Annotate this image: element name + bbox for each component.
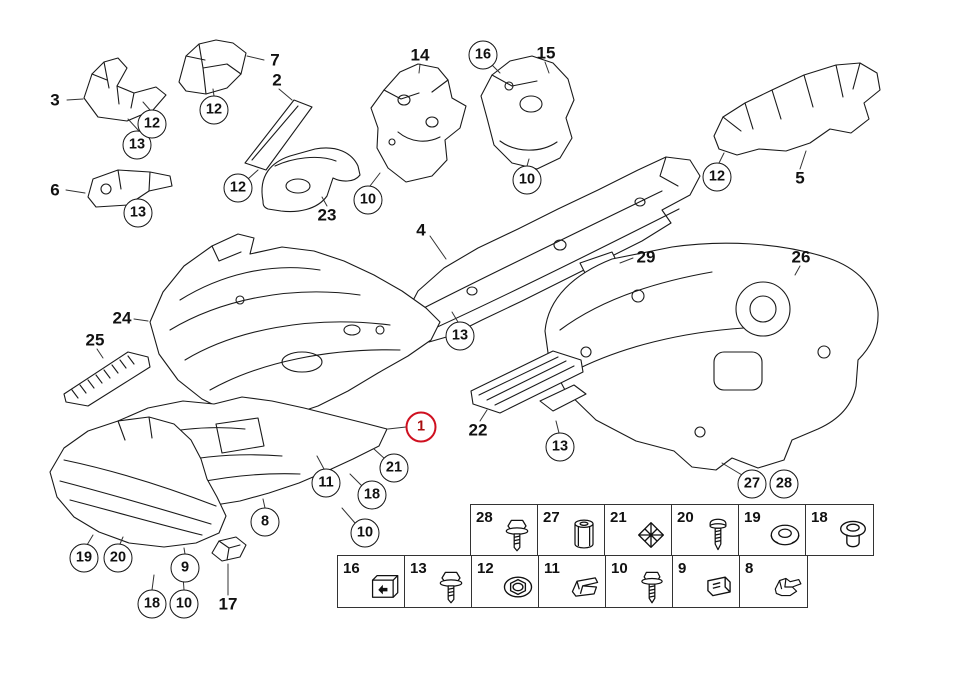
legend-row-bottom: 16 13 12 11 10 9 8 <box>337 555 808 608</box>
part-callout-12[interactable]: 12 <box>223 173 253 203</box>
part-number-label-25[interactable]: 25 <box>85 330 105 350</box>
legend-number: 27 <box>543 509 560 526</box>
legend-number: 21 <box>610 509 627 526</box>
legend-number: 18 <box>811 509 828 526</box>
selected-part-callout-1[interactable]: 1 <box>405 411 437 443</box>
legend-item-21[interactable]: 21 <box>605 505 672 555</box>
legend-item-13[interactable]: 13 <box>405 556 472 607</box>
part-callout-10[interactable]: 10 <box>169 589 199 619</box>
part-number-label-24[interactable]: 24 <box>112 308 132 328</box>
legend-number: 20 <box>677 509 694 526</box>
part-number-label-6[interactable]: 6 <box>50 180 60 200</box>
part-14-drawing <box>370 63 467 183</box>
part-24-drawing <box>149 233 441 420</box>
legend-item-10[interactable]: 10 <box>606 556 673 607</box>
legend-item-18[interactable]: 18 <box>806 505 873 555</box>
part-number-label-2[interactable]: 2 <box>272 70 282 90</box>
part-23-drawing <box>261 147 361 213</box>
legend-number: 19 <box>744 509 761 526</box>
part-callout-18[interactable]: 18 <box>357 480 387 510</box>
legend-item-28[interactable]: 28 <box>471 505 538 555</box>
part-number-label-3[interactable]: 3 <box>50 90 60 110</box>
part-number-label-14[interactable]: 14 <box>410 45 430 65</box>
part-26-drawing <box>544 242 879 471</box>
part-7-drawing <box>178 39 247 95</box>
part-19-20-drawing <box>49 416 227 548</box>
legend-item-27[interactable]: 27 <box>538 505 605 555</box>
legend-number: 9 <box>678 560 687 577</box>
legend-item-12[interactable]: 12 <box>472 556 539 607</box>
part-4-drawing <box>406 156 701 343</box>
part-25-drawing <box>63 351 151 407</box>
legend-item-16[interactable]: 16 <box>338 556 405 607</box>
legend-number: 8 <box>745 560 754 577</box>
part-callout-9[interactable]: 9 <box>170 553 200 583</box>
part-number-label-17[interactable]: 17 <box>218 594 238 614</box>
part-callout-10[interactable]: 10 <box>353 185 383 215</box>
part-number-label-5[interactable]: 5 <box>795 168 805 188</box>
washer-grommet-icon <box>769 517 801 553</box>
part-callout-12[interactable]: 12 <box>702 162 732 192</box>
part-callout-12[interactable]: 12 <box>199 95 229 125</box>
screw-with-washer-icon <box>636 569 668 605</box>
socket-head-screw-icon <box>568 517 600 553</box>
part-number-label-4[interactable]: 4 <box>416 220 426 240</box>
legend-number: 13 <box>410 560 427 577</box>
part-number-label-29[interactable]: 29 <box>636 247 656 267</box>
sealing-plug-icon <box>837 517 869 553</box>
legend-number: 11 <box>544 560 560 577</box>
part-callout-19[interactable]: 19 <box>69 543 99 573</box>
part-6-drawing <box>87 169 173 208</box>
legend-item-19[interactable]: 19 <box>739 505 806 555</box>
expanding-nut-icon <box>368 569 400 605</box>
part-callout-10[interactable]: 10 <box>350 518 380 548</box>
part-number-label-26[interactable]: 26 <box>791 247 811 267</box>
part-callout-13[interactable]: 13 <box>445 321 475 351</box>
part-callout-13[interactable]: 13 <box>123 198 153 228</box>
legend-item-20[interactable]: 20 <box>672 505 739 555</box>
legend-item-8[interactable]: 8 <box>740 556 807 607</box>
part-callout-20[interactable]: 20 <box>103 543 133 573</box>
part-22-drawing <box>470 350 587 414</box>
legend-number: 10 <box>611 560 628 577</box>
hex-flange-bolt-icon <box>501 517 533 553</box>
part-callout-13[interactable]: 13 <box>122 130 152 160</box>
part-callout-10[interactable]: 10 <box>512 165 542 195</box>
hex-flange-bolt-icon <box>435 569 467 605</box>
part-callout-27[interactable]: 27 <box>737 469 767 499</box>
part-17-drawing <box>211 536 247 562</box>
part-callout-11[interactable]: 11 <box>311 468 341 498</box>
speed-clip-icon <box>569 569 601 605</box>
legend-row-top: 28 27 21 20 19 18 <box>470 504 874 556</box>
part-callout-18[interactable]: 18 <box>137 589 167 619</box>
leader-lines <box>65 55 807 596</box>
part-number-label-23[interactable]: 23 <box>317 205 337 225</box>
part-number-label-15[interactable]: 15 <box>536 43 556 63</box>
part-number-label-22[interactable]: 22 <box>468 420 488 440</box>
legend-number: 28 <box>476 509 493 526</box>
pan-head-screw-icon <box>702 517 734 553</box>
expanding-rivet-icon <box>635 517 667 553</box>
legend-number: 12 <box>477 560 494 577</box>
part-callout-12[interactable]: 12 <box>137 109 167 139</box>
part-callout-28[interactable]: 28 <box>769 469 799 499</box>
part-number-label-7[interactable]: 7 <box>270 50 280 70</box>
cage-clip-icon <box>771 569 803 605</box>
flange-nut-icon <box>502 569 534 605</box>
legend-item-11[interactable]: 11 <box>539 556 606 607</box>
legend-number: 16 <box>343 560 360 577</box>
part-2-drawing <box>244 99 313 171</box>
part-5-drawing <box>713 62 881 156</box>
legend-item-9[interactable]: 9 <box>673 556 740 607</box>
part-callout-16[interactable]: 16 <box>468 40 498 70</box>
part-callout-21[interactable]: 21 <box>379 453 409 483</box>
retaining-clip-icon <box>703 569 735 605</box>
part-callout-8[interactable]: 8 <box>250 507 280 537</box>
part-callout-13[interactable]: 13 <box>545 432 575 462</box>
